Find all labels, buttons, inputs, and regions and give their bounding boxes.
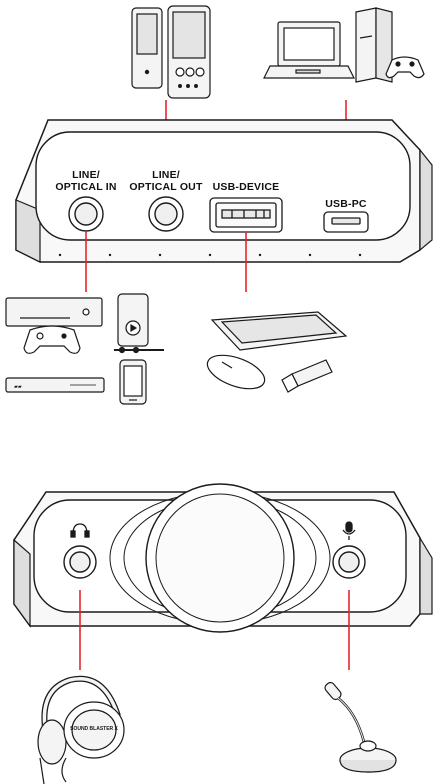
line-optical-in-label-l2: OPTICAL IN	[55, 181, 116, 193]
keyboard-icon	[210, 311, 348, 351]
media-player-icon	[114, 293, 164, 354]
headset-icon	[37, 675, 125, 784]
usb-pc-label: USB-PC	[325, 198, 367, 210]
headset-brand-text: SOUND BLASTER X	[70, 726, 118, 732]
connector-lines-front	[79, 590, 350, 670]
connector-lines-back-lower	[85, 232, 247, 292]
headphone-port	[63, 545, 97, 579]
desk-microphone-icon	[324, 681, 397, 773]
smartphone-icon	[119, 359, 147, 405]
usb-device-port	[209, 197, 283, 233]
microphone-port	[332, 545, 366, 579]
line-optical-out-label-l2: OPTICAL OUT	[129, 181, 203, 193]
svg-text:▰▰: ▰▰	[14, 384, 22, 390]
mouse-icon	[206, 354, 266, 390]
front-panel	[13, 483, 433, 633]
xbox-controller-icon	[23, 325, 81, 354]
usb-dongle-icon	[281, 359, 333, 393]
line-optical-out-label-l1: LINE/	[152, 169, 180, 181]
line-optical-out-port	[148, 196, 184, 232]
laptop-icon	[263, 21, 355, 79]
bluray-player-icon: ▰▰	[5, 377, 105, 393]
usb-pc-port	[323, 211, 369, 233]
game-console-icon	[355, 7, 425, 83]
back-panel	[15, 119, 433, 263]
microphone-icon	[342, 521, 356, 540]
speakers-icon	[131, 5, 211, 99]
headphone-icon	[70, 523, 90, 538]
usb-device-label: USB-DEVICE	[213, 181, 280, 193]
line-optical-in-label-l1: LINE/	[72, 169, 100, 181]
xbox-console-icon	[5, 297, 103, 327]
line-optical-in-port	[68, 196, 104, 232]
